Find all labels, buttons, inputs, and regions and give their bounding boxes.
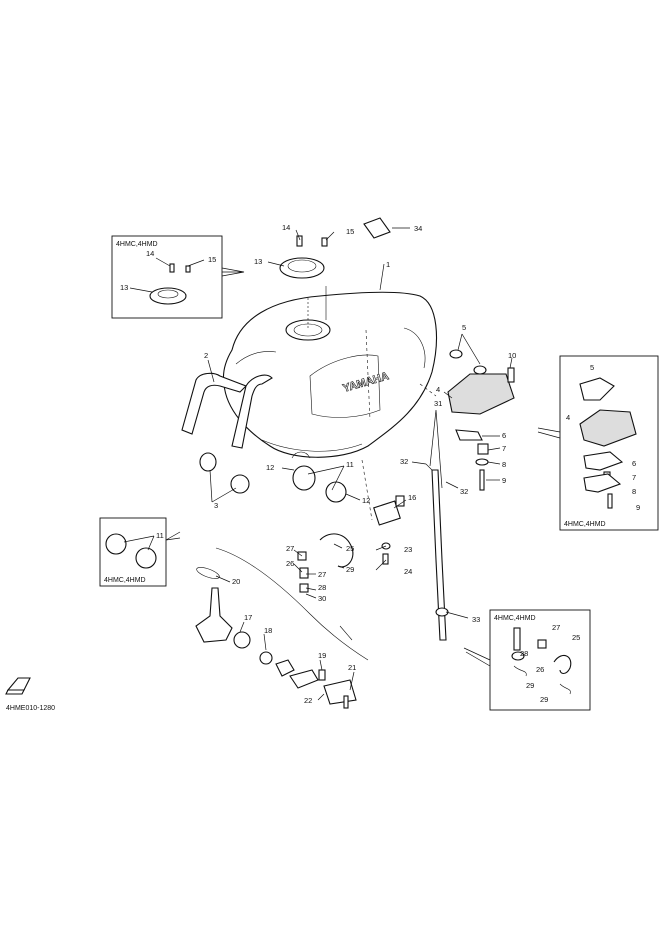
callout: 9 (502, 476, 506, 485)
callout: 12 (266, 463, 274, 472)
callout: 28 (520, 649, 528, 658)
callout: 32 (460, 487, 468, 496)
callout: 29 (346, 565, 354, 574)
callout: 32 (400, 457, 408, 466)
tank-dampers (199, 452, 250, 494)
breather-pipe (425, 463, 449, 641)
fuel-cock (373, 495, 405, 526)
callout: 20 (232, 577, 240, 586)
callout: 7 (502, 444, 506, 453)
callout: 5 (462, 323, 466, 332)
front-direction-arrow-icon (5, 677, 31, 695)
callout: 25 (572, 633, 580, 642)
callout: 10 (508, 351, 516, 360)
callout: 29 (540, 695, 548, 704)
callout: 18 (264, 626, 272, 635)
callout: 34 (414, 224, 422, 233)
callout: 3 (214, 501, 218, 510)
inset-box-bracket: 4HMC,4HMD 5 4 6 7 8 9 (559, 355, 659, 531)
callout: 29 (526, 681, 534, 690)
callout: 4 (436, 385, 440, 394)
inset-box-grommet: 4HMC,4HMD 11 (99, 517, 167, 587)
callout: 21 (348, 663, 356, 672)
callout: 9 (636, 503, 640, 512)
callout: 1 (386, 260, 390, 269)
callout: 15 (208, 255, 216, 264)
callout: 24 (404, 567, 412, 576)
callout: 27 (286, 544, 294, 553)
fuel-tank: YAMAHA (222, 291, 437, 458)
callout: 26 (536, 665, 544, 674)
fuel-sender-assembly (195, 587, 357, 709)
inset-box-filler-cap: 4HMC,4HMD 14 15 13 (111, 235, 223, 319)
fuel-filter-oring (196, 567, 220, 579)
callout: 13 (254, 257, 262, 266)
callout: 25 (346, 544, 354, 553)
filler-cap (279, 235, 328, 279)
tank-guard (181, 372, 273, 449)
callout: 14 (146, 249, 154, 258)
callout: 6 (502, 431, 506, 440)
callout-numbers: 1 2 3 4 5 6 7 8 9 10 11 12 12 13 14 15 1… (204, 223, 516, 705)
inset-box-title: 4HMC,4HMD (564, 521, 606, 528)
diagram-code: 4HME010-1280 (6, 705, 55, 712)
grommets (291, 451, 347, 503)
inset-box-title: 4HMC,4HMD (104, 577, 146, 584)
callout: 30 (318, 594, 326, 603)
callout: 27 (318, 570, 326, 579)
callout: 28 (318, 583, 326, 592)
inset-box-title: 4HMC,4HMD (494, 615, 536, 622)
callout: 15 (346, 227, 354, 236)
callout: 14 (282, 223, 290, 232)
seat-bracket (447, 349, 515, 415)
callout: 31 (434, 399, 442, 408)
callout: 6 (632, 459, 636, 468)
callout: 17 (244, 613, 252, 622)
callout: 8 (632, 487, 636, 496)
callout: 13 (120, 283, 128, 292)
inset-box-title: 4HMC,4HMD (116, 241, 158, 248)
callout: 33 (472, 615, 480, 624)
callout: 12 (362, 496, 370, 505)
callout: 19 (318, 651, 326, 660)
callout: 7 (632, 473, 636, 482)
callout: 4 (566, 413, 570, 422)
caution-decal (363, 217, 391, 239)
callout: 16 (408, 493, 416, 502)
callout: 11 (156, 531, 164, 540)
callout: 26 (286, 559, 294, 568)
callout: 22 (304, 696, 312, 705)
callout: 23 (404, 545, 412, 554)
bracket-fasteners (455, 367, 515, 491)
callout: 8 (502, 460, 506, 469)
callout: 5 (590, 363, 594, 372)
inset-box-hose: 4HMC,4HMD 27 25 28 26 29 29 (489, 609, 591, 711)
callout: 11 (346, 460, 354, 469)
leader-lines (207, 227, 513, 701)
callout: 27 (552, 623, 560, 632)
callout: 2 (204, 351, 208, 360)
